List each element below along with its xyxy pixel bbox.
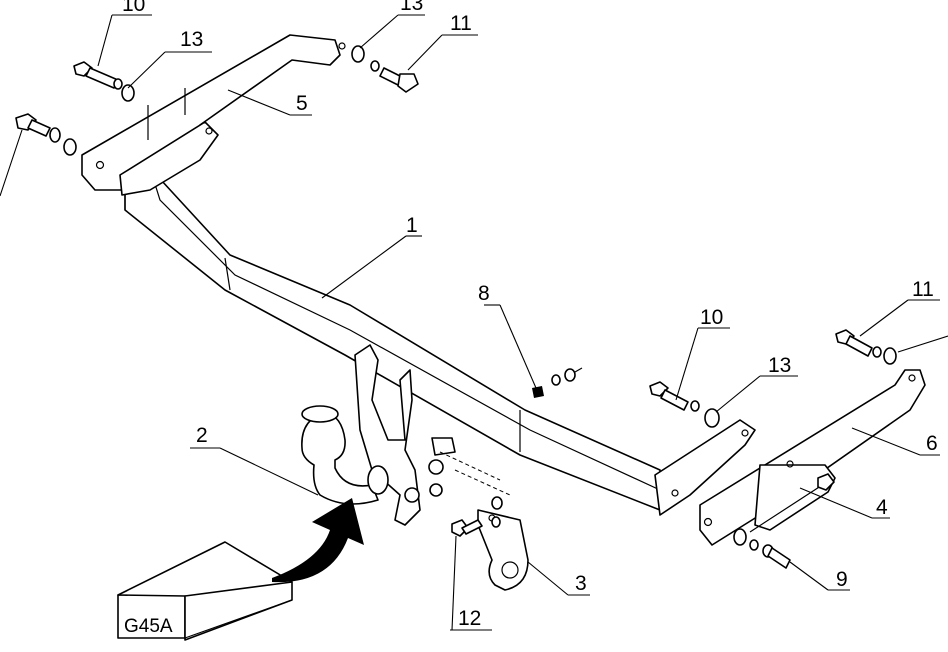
kit-box (117, 541, 293, 641)
bolt-stack-top-left (73, 61, 135, 102)
callout-9: 9 (836, 568, 848, 591)
callout-10-right: 10 (700, 306, 723, 329)
tow-ball-neck (301, 344, 456, 526)
callout-13-top-left: 13 (180, 28, 203, 51)
callout-8: 8 (478, 282, 490, 305)
socket-plate (439, 451, 529, 591)
callout-10-top: 10 (122, 0, 145, 16)
bolt-stack-right-bottom (733, 528, 791, 569)
callout-11-top: 11 (450, 12, 472, 35)
callout-5: 5 (296, 92, 308, 115)
nut-stack-middle (532, 367, 583, 398)
leader-lines (0, 14, 948, 631)
callout-4: 4 (876, 496, 888, 519)
callout-1: 1 (406, 214, 418, 237)
assembly-arrow (272, 498, 364, 583)
bolt-stack-socket (451, 496, 503, 537)
left-side-bracket (81, 34, 346, 196)
clamp-strap (749, 460, 836, 533)
bolt-stack-left (15, 113, 77, 156)
callout-11-right: 11 (912, 278, 934, 301)
bolt-stack-right-middle (649, 381, 720, 428)
callout-2: 2 (196, 424, 208, 447)
bolt-stack-top-right (351, 45, 419, 93)
callout-13-right: 13 (768, 354, 791, 377)
callout-12: 12 (458, 607, 481, 630)
callout-13-top-right: 13 (400, 0, 423, 15)
callout-6: 6 (926, 432, 938, 455)
bolt-stack-right-top (835, 329, 897, 365)
callout-3: 3 (575, 572, 587, 595)
kit-box-label: G45A (124, 616, 173, 637)
